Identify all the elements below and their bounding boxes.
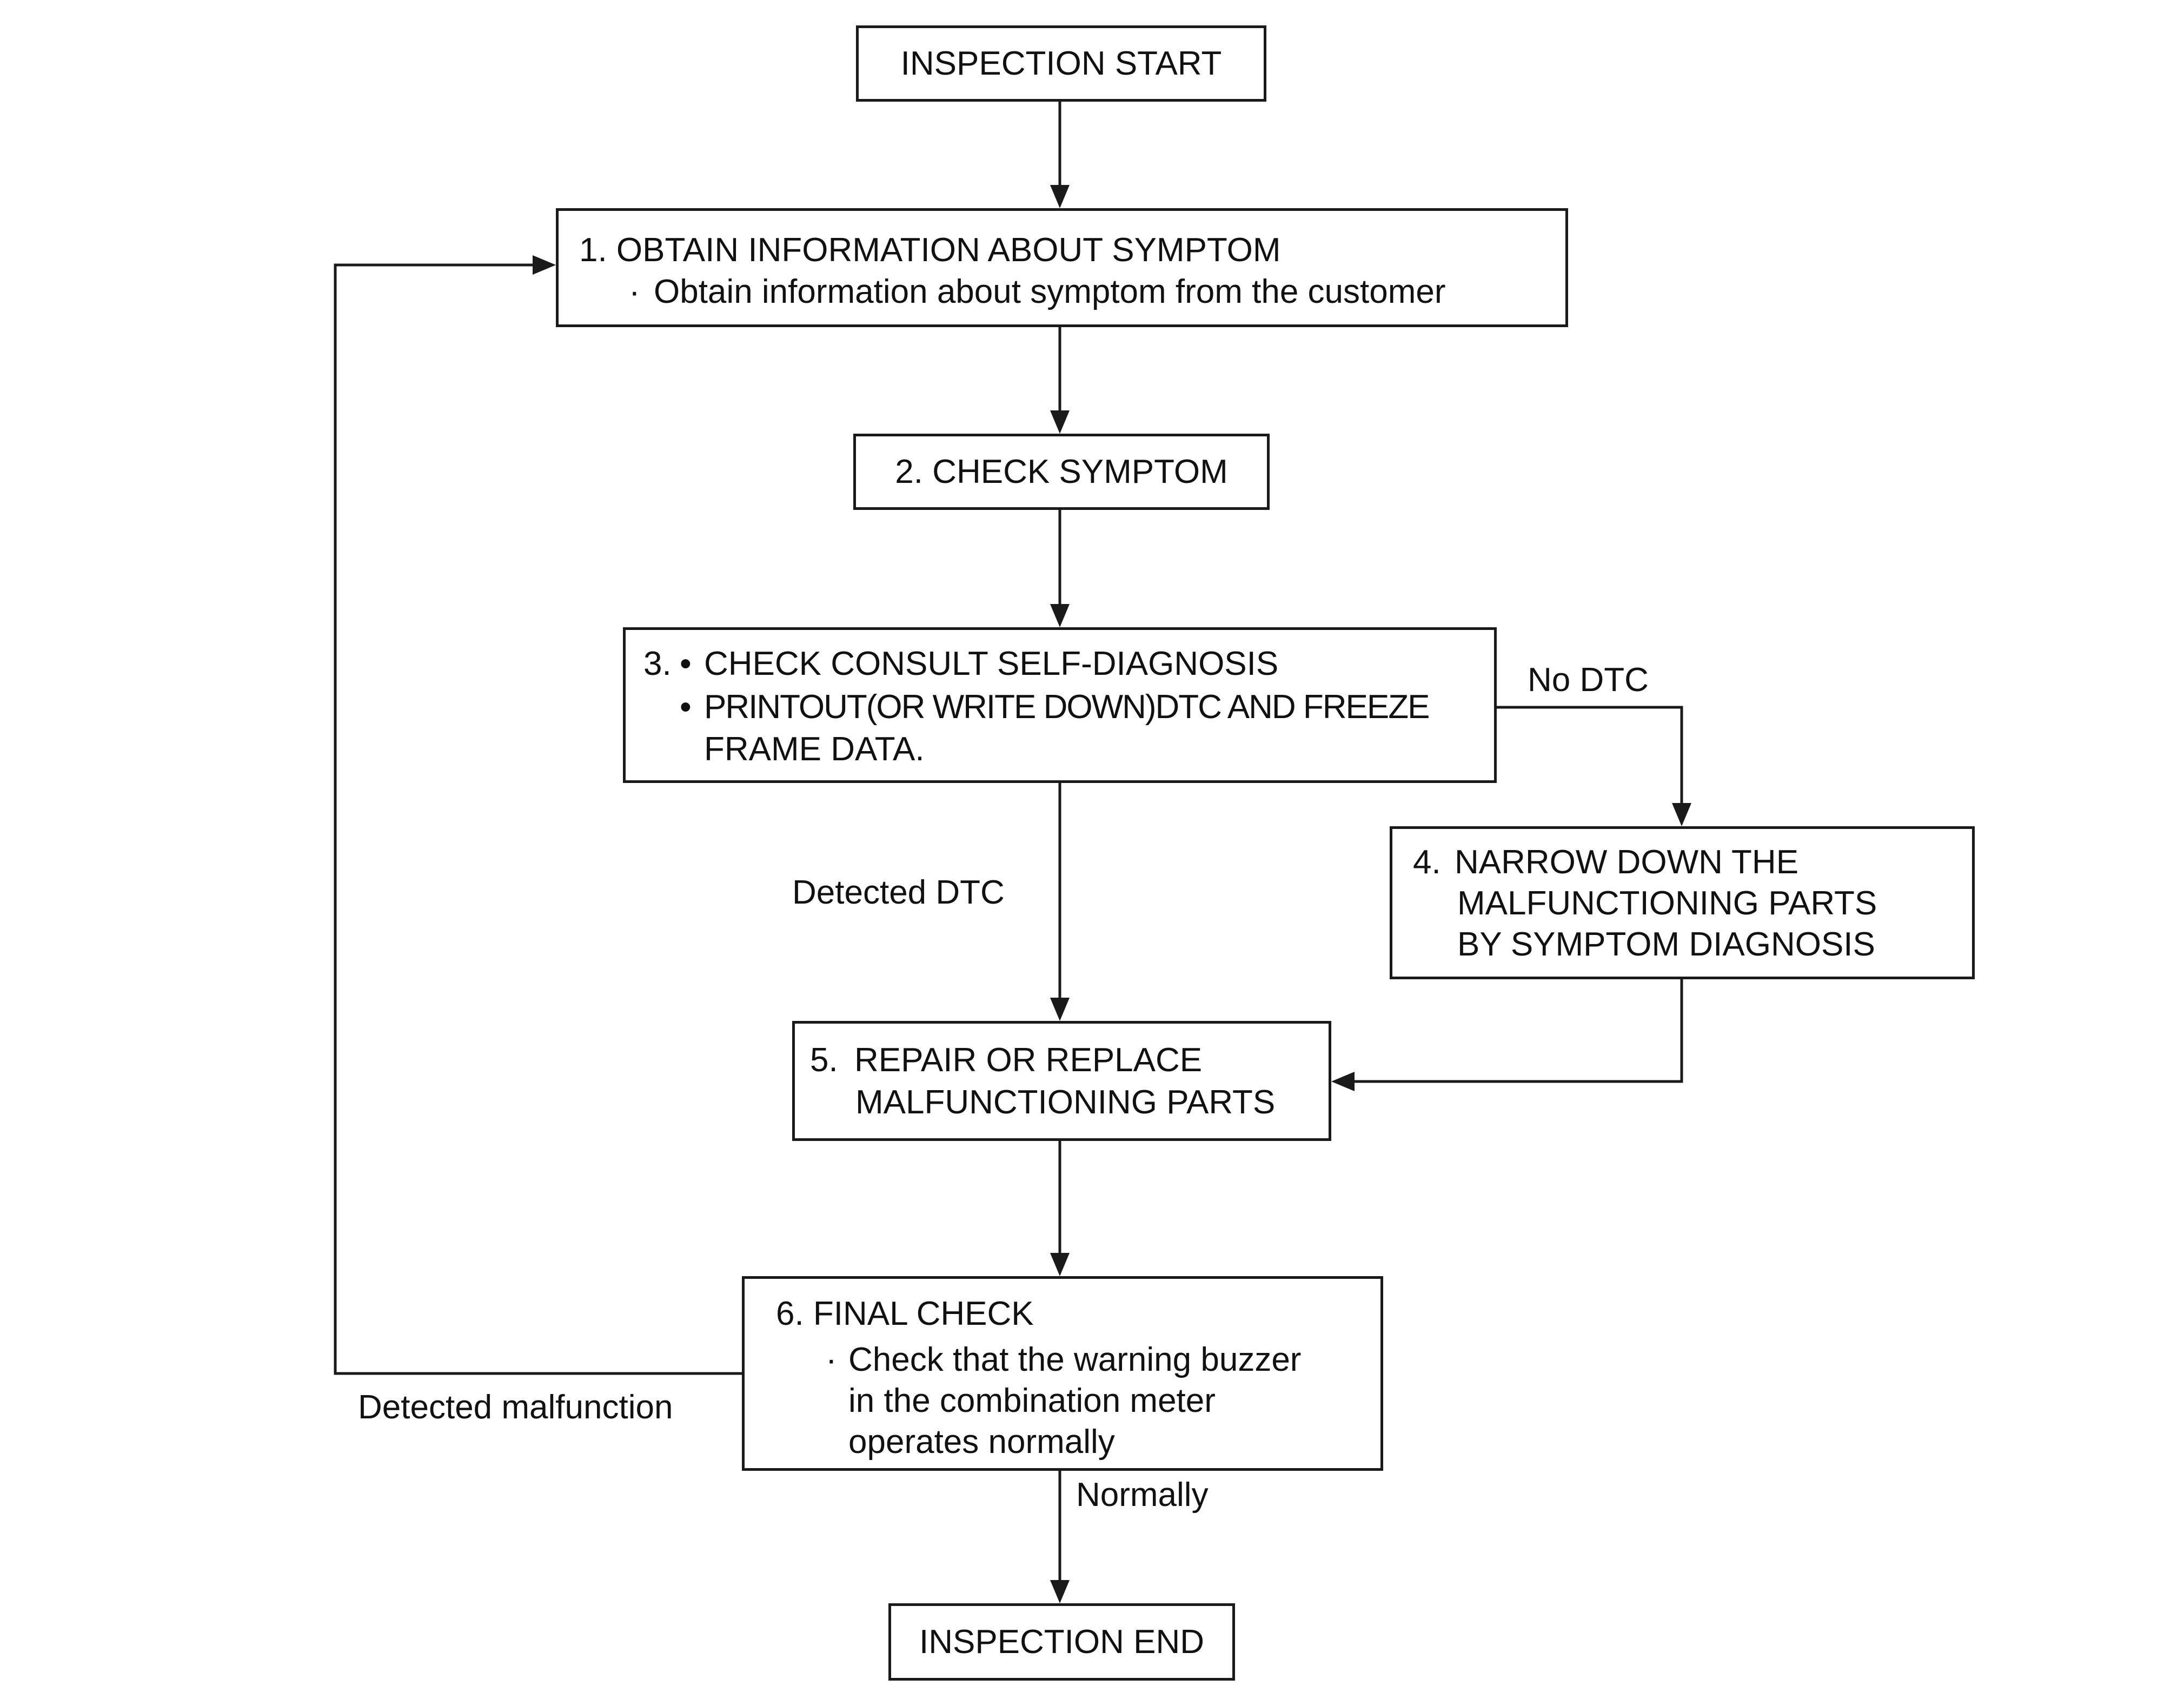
arrowhead (1050, 604, 1070, 627)
step6-line1: Check that the warning buzzer (848, 1341, 1302, 1378)
arrowhead (1672, 803, 1691, 826)
step1-bullet-text: Obtain information about symptom from th… (654, 273, 1446, 310)
step5-box: 5. REPAIR OR REPLACE MALFUNCTIONING PART… (792, 1021, 1331, 1141)
step3-bullet-mark-1: • (680, 645, 692, 682)
inspection-start-label: INSPECTION START (900, 44, 1222, 82)
step4-box: 4. NARROW DOWN THE MALFUNCTIONING PARTS … (1390, 826, 1975, 979)
step4-line3: BY SYMPTOM DIAGNOSIS (1457, 926, 1875, 963)
step6-line3: operates normally (848, 1423, 1115, 1461)
arrowhead (1050, 998, 1070, 1021)
step6-bullet-mark: · (826, 1341, 837, 1378)
step6-line2: in the combination meter (848, 1382, 1216, 1419)
arrowhead (1050, 1253, 1070, 1276)
arrowhead (1050, 185, 1070, 208)
arrowhead (1331, 1072, 1355, 1091)
arrow-step4-to-step5 (1353, 978, 1683, 1083)
step1-bullet-mark: · (629, 273, 640, 310)
step1-box: 1. OBTAIN INFORMATION ABOUT SYMPTOM · Ob… (556, 208, 1568, 327)
step6-title: 6. FINAL CHECK (776, 1295, 1034, 1332)
step3-box: 3. • CHECK CONSULT SELF-DIAGNOSIS • PRIN… (623, 627, 1497, 783)
step5-line2: MALFUNCTIONING PARTS (855, 1084, 1276, 1121)
step4-line1: NARROW DOWN THE (1455, 844, 1799, 881)
inspection-end-box: INSPECTION END (888, 1603, 1235, 1681)
step3-bullet2-line2: FRAME DATA. (704, 731, 925, 768)
step5-number: 5. (810, 1041, 838, 1079)
step3-number: 3. (643, 645, 672, 682)
inspection-start-box: INSPECTION START (856, 25, 1266, 102)
arrowhead (1050, 1580, 1070, 1603)
arrow-step6-to-step1 (334, 263, 742, 1375)
step2-box: 2. CHECK SYMPTOM (853, 434, 1270, 510)
arrowhead (1050, 410, 1070, 434)
step4-line2: MALFUNCTIONING PARTS (1457, 885, 1877, 922)
arrowhead (533, 255, 556, 275)
detected-malfunction-label: Detected malfunction (358, 1389, 673, 1426)
step3-bullet2-line1: PRINTOUT(OR WRITE DOWN)DTC AND FREEZE (704, 688, 1430, 726)
step2-title: 2. CHECK SYMPTOM (895, 453, 1228, 490)
step6-box: 6. FINAL CHECK · Check that the warning … (742, 1276, 1383, 1471)
arrow-step3-to-step4 (1495, 706, 1683, 805)
inspection-end-label: INSPECTION END (919, 1623, 1205, 1661)
normally-label: Normally (1076, 1476, 1209, 1514)
step4-number: 4. (1413, 844, 1441, 881)
no-dtc-label: No DTC (1528, 661, 1649, 699)
step3-bullet-mark-2: • (680, 688, 692, 726)
detected-dtc-label: Detected DTC (792, 874, 1005, 911)
step5-line1: REPAIR OR REPLACE (854, 1041, 1203, 1079)
step3-bullet1-text: CHECK CONSULT SELF-DIAGNOSIS (704, 645, 1279, 682)
step1-title: 1. OBTAIN INFORMATION ABOUT SYMPTOM (579, 231, 1281, 269)
